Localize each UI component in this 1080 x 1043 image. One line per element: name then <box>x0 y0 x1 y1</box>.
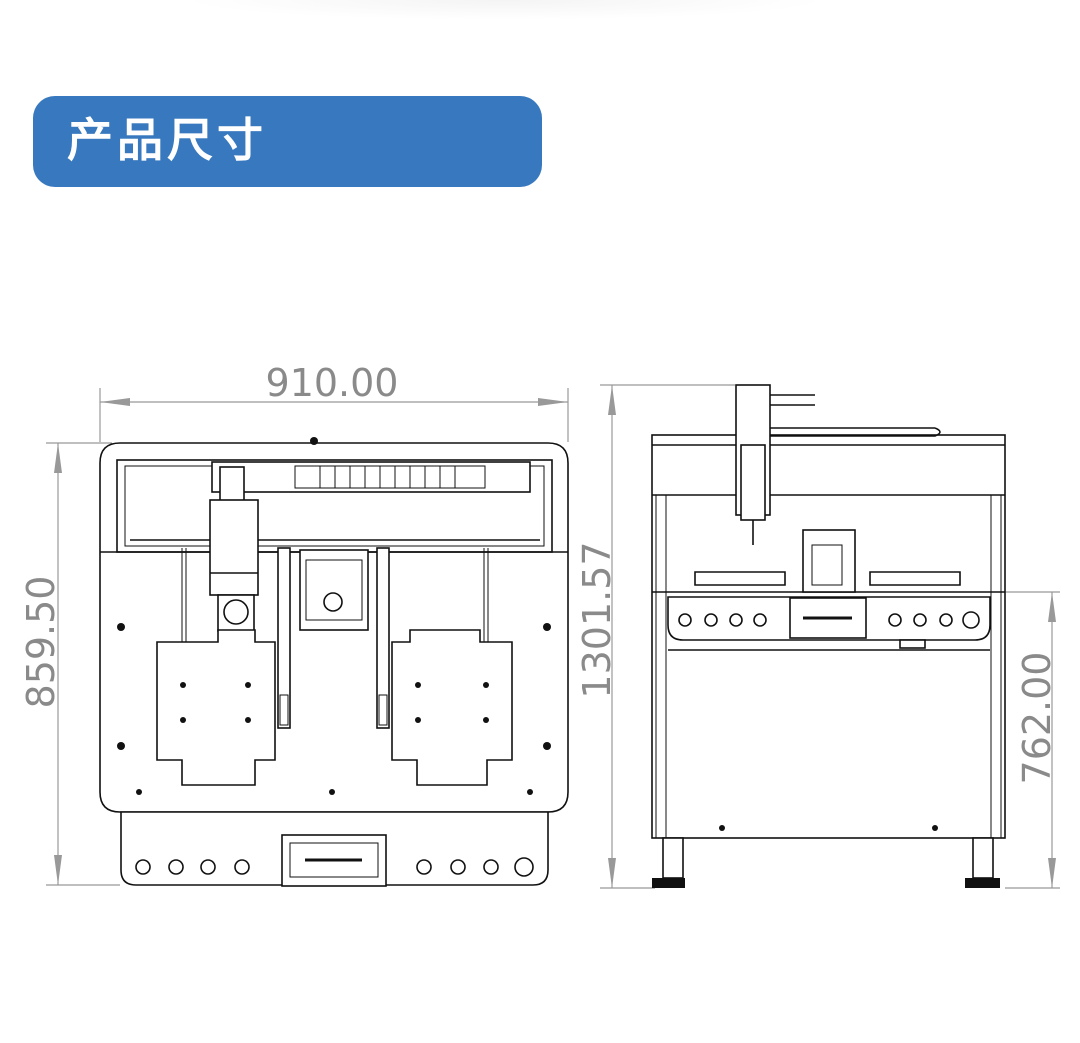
total-height-dimension: 1301.57 <box>575 384 735 889</box>
table-height-dimension: 762.00 <box>1005 591 1060 889</box>
total-height-dimension-label: 1301.57 <box>575 541 619 698</box>
front-control-panel <box>120 811 549 887</box>
section-title-badge: 产品尺寸 <box>33 96 542 187</box>
table-height-dimension-label: 762.00 <box>1015 652 1059 785</box>
side-view: 1301.57 762.00 <box>575 384 1060 889</box>
front-view: 910.00 859.50 <box>19 361 569 887</box>
height-dimension: 859.50 <box>19 442 120 886</box>
top-decoration <box>180 0 830 20</box>
height-dimension-label: 859.50 <box>19 576 63 709</box>
leveling-feet <box>652 837 1000 888</box>
width-dimension: 910.00 <box>99 361 569 442</box>
width-dimension-label: 910.00 <box>266 361 399 405</box>
section-title: 产品尺寸 <box>67 113 267 167</box>
